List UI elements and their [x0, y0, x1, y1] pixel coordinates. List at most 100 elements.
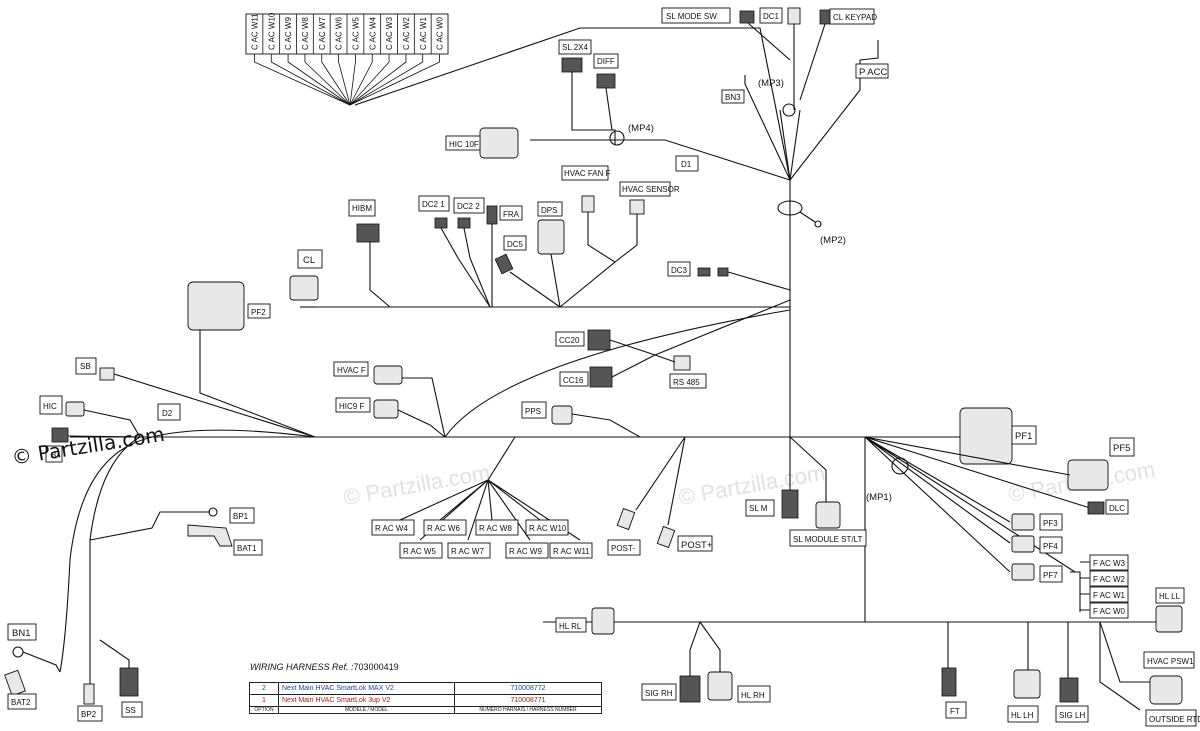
- dc5-wire: [509, 271, 561, 308]
- b-label: B: [51, 451, 56, 460]
- post-pos-label: POST+: [681, 540, 713, 551]
- dc1-label: DC1: [763, 12, 780, 21]
- dc3-label-box: [667, 261, 691, 277]
- fac-label: F AC W3: [1093, 559, 1126, 568]
- cac-label: C AC W11: [250, 13, 259, 50]
- bat1-label-box: [233, 539, 263, 556]
- top-right-wires: [747, 22, 861, 181]
- dc5-label-box: [503, 235, 527, 251]
- bat2-label-box: [7, 693, 37, 710]
- legend-option: 1: [249, 694, 279, 707]
- pps-connector: [551, 405, 573, 425]
- mp1-branch-wires: [864, 436, 1091, 573]
- sl-2x4-connector: [561, 57, 583, 73]
- rs485-label: RS 485: [673, 378, 700, 387]
- rac-label-box: [475, 519, 519, 536]
- dc3-wire: [727, 271, 791, 291]
- cac-wire: [349, 54, 424, 106]
- rs485-connector: [673, 355, 691, 371]
- bp1-ring: [208, 507, 218, 517]
- dc2-1-connector: [434, 217, 448, 229]
- hl-rh-connector: [707, 671, 733, 701]
- bp1-wire: [89, 511, 210, 541]
- hvac-sensor-label-box: [619, 181, 671, 197]
- cac-label: C AC W4: [368, 17, 377, 50]
- hl-rl-label: HL RL: [559, 622, 582, 631]
- fac-label: F AC W1: [1093, 591, 1126, 600]
- fra-label: FRA: [503, 210, 520, 219]
- post-pos-terminal: [656, 525, 676, 549]
- sl-module-connector: [815, 501, 841, 529]
- legend-header-option: OPTION: [249, 706, 279, 714]
- fac-label-box: [1089, 602, 1129, 619]
- cac-wire: [349, 54, 390, 106]
- pf3-connector: [1011, 513, 1035, 531]
- rac-label-box: [399, 542, 443, 559]
- hic-10f-connector: [479, 127, 519, 159]
- legend-model: Next Main HVAC SmartLok 3up V2: [278, 694, 455, 707]
- pf7-label-box: [1039, 565, 1063, 583]
- pf3-label: PF3: [1043, 519, 1058, 528]
- cac-label: C AC W8: [301, 17, 310, 50]
- pf5-connector: [1067, 459, 1109, 491]
- pf1-label: PF1: [1015, 431, 1032, 442]
- bp2-terminal: [83, 683, 95, 705]
- cac-wire: [287, 54, 351, 106]
- d1-label-box: [675, 155, 699, 172]
- sb-label-box: [75, 357, 97, 375]
- hl-ll-label: HL LL: [1159, 592, 1181, 601]
- fac-label: F AC W0: [1093, 607, 1126, 616]
- pps-wire: [571, 413, 641, 438]
- hvac-psw1-label: HVAC PSW1: [1147, 657, 1194, 666]
- pf7-connector: [1011, 563, 1035, 581]
- cl-keypad-label: CL KEYPAD: [833, 13, 877, 22]
- cac-wire: [338, 54, 351, 106]
- ft-connector: [941, 667, 957, 697]
- harness-reference-prefix: Ref. :: [332, 662, 354, 672]
- sb-connector: [99, 367, 115, 381]
- fra-connector: [486, 205, 498, 225]
- mp3-label: (MP3): [758, 78, 784, 89]
- hvac-psw1-wires: [1099, 621, 1160, 711]
- mp4-wires: [571, 72, 616, 145]
- sb-wire: [113, 373, 316, 438]
- cac-label: C AC W1: [419, 17, 428, 50]
- legend-option: 2: [249, 682, 279, 695]
- mp2-label: (MP2): [820, 235, 846, 246]
- ft-label: FT: [950, 707, 960, 716]
- post-wires: [635, 436, 686, 526]
- hvac-f-label: HVAC F: [337, 366, 366, 375]
- bat2-terminal: [4, 669, 26, 697]
- p-acc-label-box: [855, 63, 889, 79]
- cc16-label-box: [559, 371, 589, 387]
- hl-rl-label-box: [555, 617, 587, 633]
- dc1-label-box: [759, 7, 783, 24]
- bp2-label-box: [77, 705, 103, 722]
- sl-module-label-box: [789, 529, 867, 547]
- dps-connector: [537, 219, 565, 255]
- sig-rh-wires: [689, 621, 721, 680]
- hl-rh-label-box: [737, 685, 771, 703]
- bat1-label: BAT1: [237, 544, 257, 553]
- dps-label-box: [537, 201, 563, 217]
- rac-label-box: [505, 542, 549, 559]
- sig-lh-label-box: [1055, 705, 1089, 723]
- rac-label-box: [423, 519, 467, 536]
- bn1-label-box: [7, 623, 37, 641]
- p-acc-label: P ACC: [859, 67, 887, 78]
- diff-label: DIFF: [597, 57, 615, 66]
- dlc-label-box: [1105, 499, 1129, 515]
- hvac-psw1-label-box: [1143, 651, 1195, 669]
- rac-label: R AC W7: [451, 547, 484, 556]
- sl-mode-sw-label: SL MODE SW: [666, 12, 717, 21]
- cac-label: C AC W5: [351, 17, 360, 50]
- cl-keypad-label-box: [829, 8, 875, 25]
- cac-wire: [254, 54, 351, 106]
- sig-rh-label: SIG RH: [645, 689, 673, 698]
- fac-label-box: [1089, 554, 1129, 571]
- dc5-label: DC5: [507, 240, 524, 249]
- cac-wire: [349, 54, 407, 106]
- mp2-ring: [814, 220, 822, 228]
- legend-number: 710008772: [454, 682, 602, 695]
- dc3-mate: [717, 267, 729, 277]
